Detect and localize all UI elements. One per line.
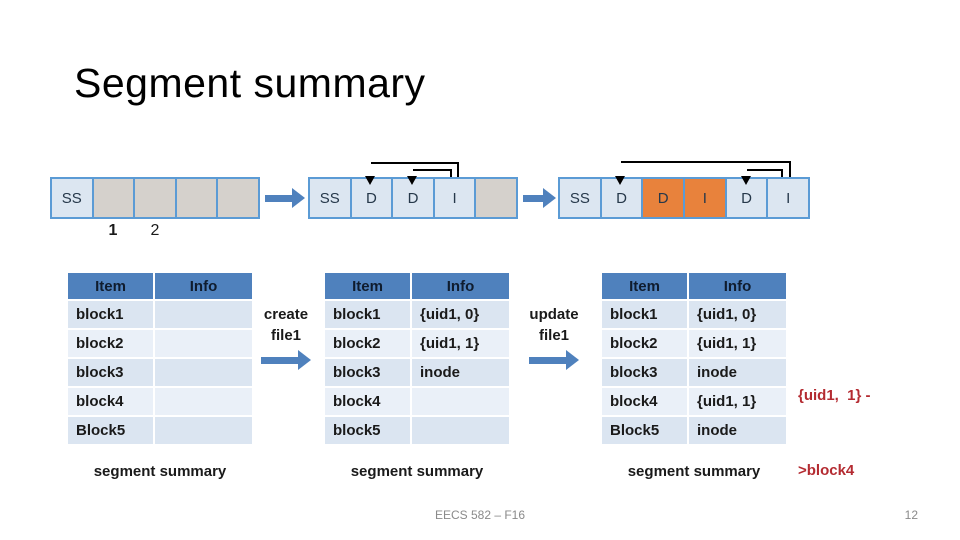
table-cell: block4 bbox=[68, 388, 153, 415]
block-number-label: 1 bbox=[108, 222, 118, 239]
segment-cell-ss: SS bbox=[560, 179, 600, 217]
inode-pointer-arrow-icon bbox=[407, 169, 452, 185]
table-cell: block3 bbox=[325, 359, 410, 386]
footer-course-label: EECS 582 – F16 bbox=[434, 508, 526, 522]
transition-label-line1: create bbox=[263, 306, 309, 323]
segment-cell-inode-stale: I bbox=[683, 179, 725, 217]
segment-cell-data: D bbox=[599, 179, 642, 217]
segment-cell-free bbox=[133, 179, 175, 217]
column-header-info: Info bbox=[689, 273, 786, 299]
annotation-line2: >block4 bbox=[798, 462, 855, 479]
table-cell: Block5 bbox=[68, 417, 153, 444]
table-caption: segment summary bbox=[350, 463, 484, 480]
table-cell: block1 bbox=[602, 301, 687, 328]
transition-label-line2: file1 bbox=[538, 327, 569, 344]
segment-strip-after-update: SS D D I D I bbox=[558, 177, 810, 219]
table-cell: inode bbox=[689, 417, 786, 444]
inode-pointer-arrow-icon bbox=[365, 162, 459, 185]
column-header-item: Item bbox=[325, 273, 410, 299]
segment-cell-data-stale: D bbox=[641, 179, 684, 217]
table-cell bbox=[155, 301, 252, 328]
right-arrow-icon bbox=[248, 350, 324, 370]
annotation-line1: {uid1, 1} - bbox=[798, 387, 871, 404]
table-cell: block2 bbox=[68, 330, 153, 357]
segment-cell-free bbox=[216, 179, 258, 217]
segment-cell-inode: I bbox=[432, 179, 475, 217]
table-cell: block3 bbox=[68, 359, 153, 386]
table-cell: block1 bbox=[325, 301, 410, 328]
transition-create-file1: create file1 bbox=[248, 304, 324, 370]
page-title: Segment summary bbox=[74, 60, 426, 106]
inode-pointer-arrow-icon bbox=[741, 169, 783, 185]
table-cell: block1 bbox=[68, 301, 153, 328]
segment-cell-free bbox=[474, 179, 516, 217]
table-cell: inode bbox=[689, 359, 786, 386]
table-cell: block3 bbox=[602, 359, 687, 386]
table-cell bbox=[155, 417, 252, 444]
table-cell: block2 bbox=[602, 330, 687, 357]
table-cell: {uid1, 0} bbox=[689, 301, 786, 328]
transition-label-line1: update bbox=[529, 306, 579, 323]
segment-cell-ss: SS bbox=[310, 179, 350, 217]
segment-cell-data: D bbox=[391, 179, 433, 217]
table-cell: {uid1, 1} bbox=[689, 330, 786, 357]
table-caption: segment summary bbox=[93, 463, 227, 480]
segment-cell-ss: SS bbox=[52, 179, 92, 217]
table-cell bbox=[155, 330, 252, 357]
segment-cell-data: D bbox=[349, 179, 392, 217]
segment-summary-table-2: Item Info block1 {uid1, 0} block2 {uid1,… bbox=[325, 273, 509, 444]
segment-cell-free bbox=[174, 179, 217, 217]
column-header-info: Info bbox=[155, 273, 252, 299]
transition-label-line2: file1 bbox=[270, 327, 301, 344]
table-cell bbox=[412, 388, 509, 415]
block-number-label: 2 bbox=[150, 222, 160, 239]
table-cell: block5 bbox=[325, 417, 410, 444]
transition-update-file1: update file1 bbox=[516, 304, 592, 370]
segment-cell-inode: I bbox=[766, 179, 809, 217]
table-cell bbox=[155, 388, 252, 415]
segment-cell-data: D bbox=[724, 179, 767, 217]
table-caption: segment summary bbox=[627, 463, 761, 480]
column-header-info: Info bbox=[412, 273, 509, 299]
column-header-item: Item bbox=[602, 273, 687, 299]
table-cell: inode bbox=[412, 359, 509, 386]
column-header-item: Item bbox=[68, 273, 153, 299]
right-arrow-icon bbox=[265, 188, 305, 208]
segment-summary-table-1: Item Info block1 block2 block3 block4 Bl… bbox=[68, 273, 252, 444]
right-arrow-icon bbox=[523, 188, 556, 208]
segment-cell-free bbox=[91, 179, 134, 217]
table-cell: block2 bbox=[325, 330, 410, 357]
table-cell: {uid1, 1} bbox=[412, 330, 509, 357]
table-cell: {uid1, 0} bbox=[412, 301, 509, 328]
segment-summary-table-3: Item Info block1 {uid1, 0} block2 {uid1,… bbox=[602, 273, 786, 444]
page-number: 12 bbox=[904, 508, 918, 522]
right-arrow-icon bbox=[516, 350, 592, 370]
table-cell bbox=[412, 417, 509, 444]
segment-strip-initial: SS bbox=[50, 177, 260, 219]
table-cell: Block5 bbox=[602, 417, 687, 444]
table-cell: {uid1, 1} bbox=[689, 388, 786, 415]
annotation-uid-block4: {uid1, 1} - >block4 bbox=[798, 333, 928, 533]
table-cell bbox=[155, 359, 252, 386]
inode-pointer-arrow-icon bbox=[615, 161, 791, 185]
table-cell: block4 bbox=[602, 388, 687, 415]
table-cell: block4 bbox=[325, 388, 410, 415]
